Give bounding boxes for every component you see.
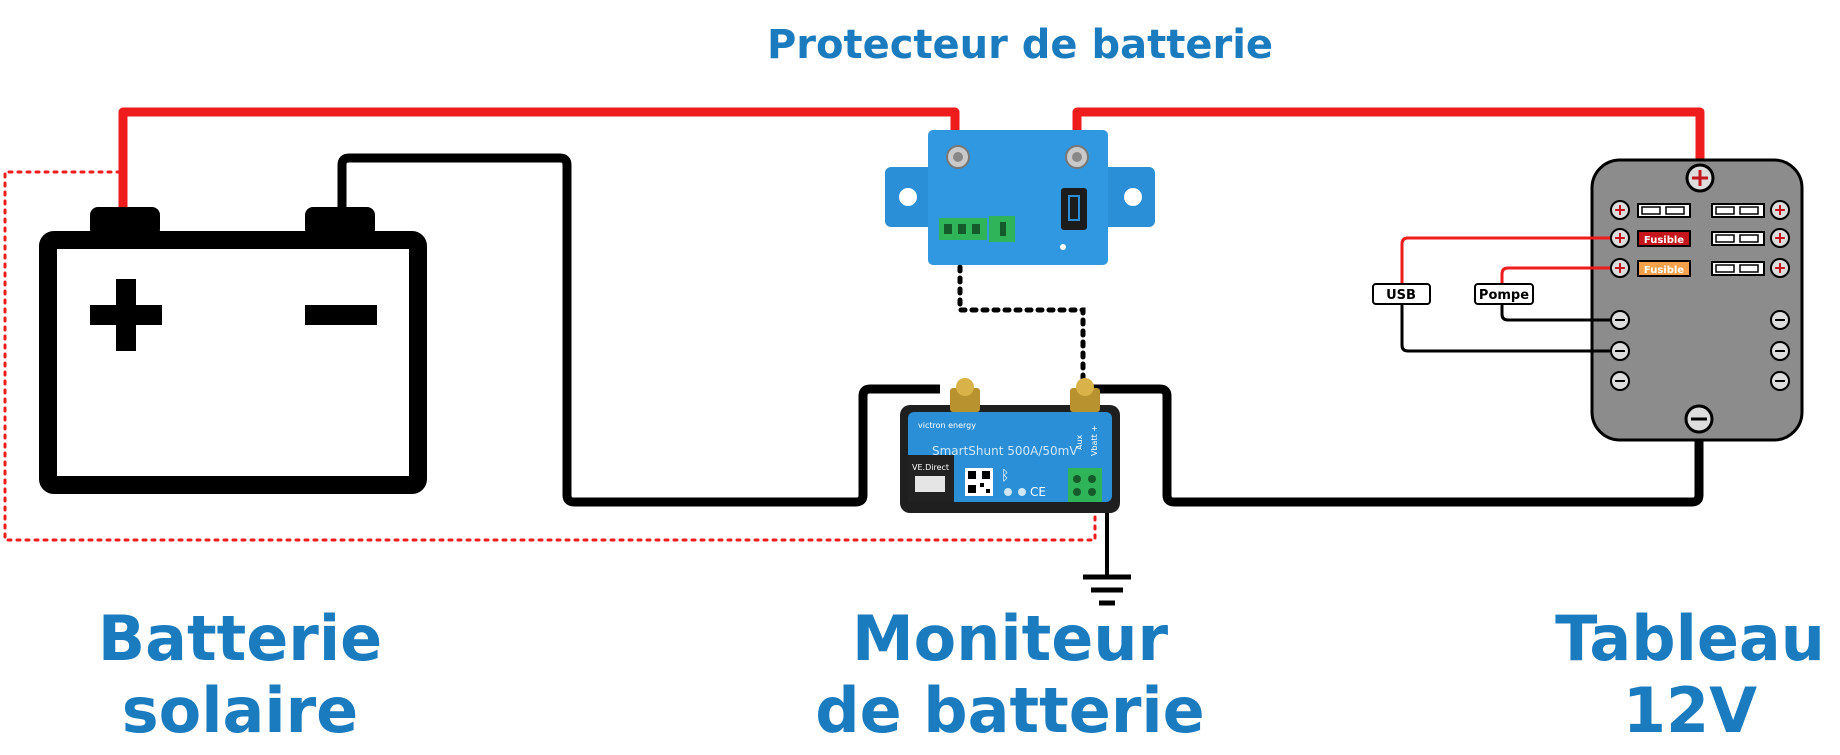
panel-label: Tableau 12V — [1540, 603, 1840, 747]
battery-enclosure-outline — [3, 170, 1097, 542]
wire-shunt-to-panel-negative — [1085, 384, 1704, 507]
protector-title: Protecteur de batterie — [766, 22, 1274, 68]
fuse-label-2: Fusible — [1644, 265, 1684, 276]
wire-usb-positive — [1400, 236, 1610, 284]
shunt-ce-mark: CE — [1030, 485, 1046, 499]
monitor-label: Moniteur de batterie — [770, 603, 1250, 747]
battery-label-line-2: solaire — [121, 674, 359, 747]
distribution-panel: Fusible Fusible — [1590, 158, 1804, 442]
minus-terminal-icon — [1684, 404, 1714, 434]
shunt-brand: victron energy — [918, 421, 976, 430]
shunt-aux-label: Aux — [1075, 434, 1084, 450]
negative-bus — [1610, 310, 1790, 391]
battery-icon — [39, 207, 427, 494]
monitor-label-line-2: de batterie — [815, 674, 1205, 747]
bluetooth-icon: ᛒ — [1001, 468, 1009, 484]
usb-tag: USB — [1372, 283, 1431, 305]
wire-protector-to-shunt-signal — [957, 242, 1086, 388]
battery-label: Batterie solaire — [40, 603, 440, 747]
battery-label-line-1: Batterie — [97, 602, 383, 675]
wire-pump-positive — [1500, 266, 1610, 284]
ground-icon — [1083, 500, 1131, 606]
panel-label-line-1: Tableau — [1555, 602, 1825, 675]
fuse-row-1 — [1610, 200, 1790, 220]
monitor-label-line-1: Moniteur — [851, 602, 1169, 675]
shunt-port-label: VE.Direct — [912, 463, 949, 472]
wire-pump-negative — [1500, 302, 1610, 322]
battery-protector-device — [885, 130, 1155, 265]
fuse-row-2: Fusible — [1610, 228, 1790, 248]
shunt-model: SmartShunt 500A/50mV — [932, 444, 1078, 458]
fuse-row-3: Fusible — [1610, 258, 1790, 278]
wire-battery-negative-to-shunt — [337, 153, 940, 507]
usb-tag-label: USB — [1386, 288, 1416, 303]
shunt-vbatt-label: Vbatt + — [1090, 425, 1099, 456]
wire-usb-negative — [1400, 302, 1610, 353]
wire-battery-positive-to-protector — [118, 107, 960, 215]
pump-tag-label: Pompe — [1479, 288, 1529, 303]
pump-tag: Pompe — [1474, 283, 1534, 305]
qr-code-icon — [965, 468, 993, 496]
plus-terminal-icon — [1685, 163, 1715, 193]
smartshunt-device: victron energy SmartShunt 500A/50mV VE.D… — [900, 378, 1120, 513]
panel-label-line-2: 12V — [1622, 674, 1758, 747]
fuse-label-1: Fusible — [1644, 235, 1684, 246]
